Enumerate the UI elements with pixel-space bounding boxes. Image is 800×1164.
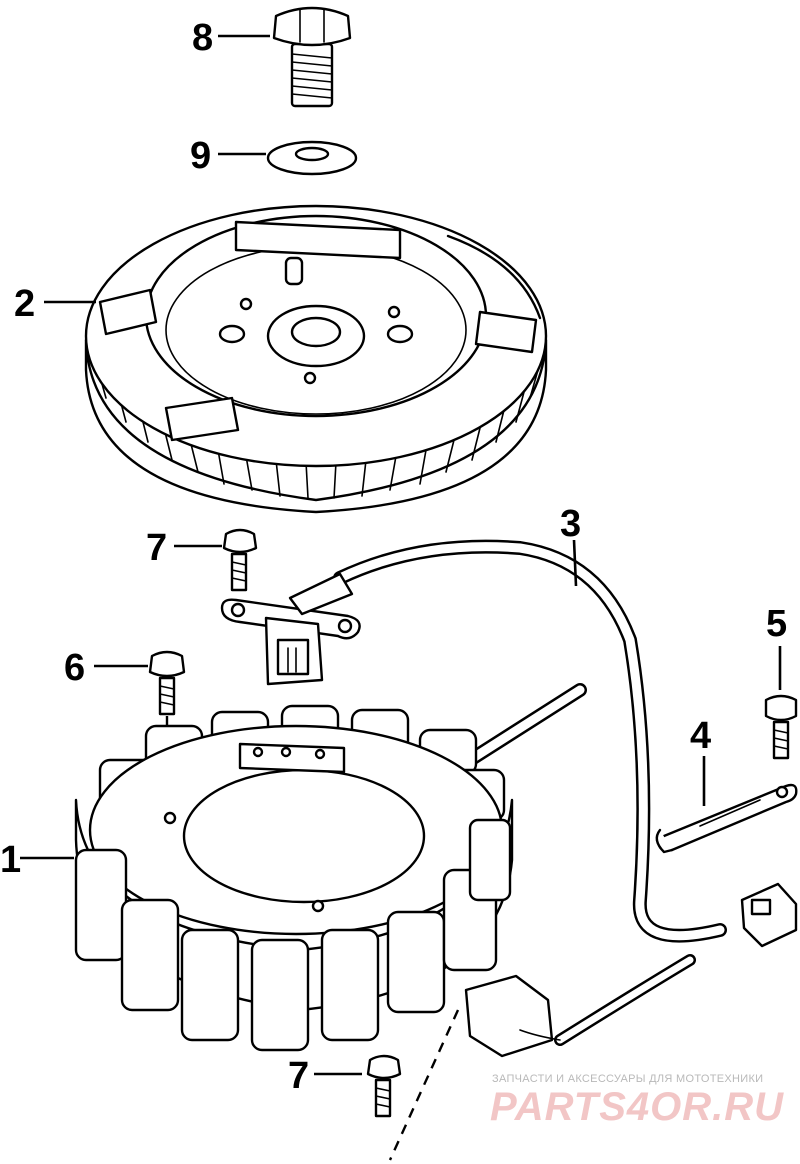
watermark: ЗАПЧАСТИ И АКСЕССУАРЫ ДЛЯ МОТОТЕХНИКИ PA… — [490, 1073, 784, 1129]
watermark-tagline: ЗАПЧАСТИ И АКСЕССУАРЫ ДЛЯ МОТОТЕХНИКИ — [492, 1073, 763, 1085]
callout-7-lower: 7 — [288, 1055, 309, 1097]
callout-9: 9 — [190, 135, 211, 177]
callout-leaders — [20, 34, 782, 1076]
watermark-brand: PARTS4OR.RU — [490, 1085, 784, 1129]
flat-washer — [266, 140, 358, 176]
callout-4: 4 — [690, 715, 711, 757]
callout-7-upper: 7 — [146, 527, 167, 569]
stator — [74, 704, 514, 1052]
flywheel — [84, 204, 548, 514]
callout-2: 2 — [14, 283, 35, 325]
callout-6: 6 — [64, 647, 85, 689]
wiring-harness — [220, 539, 798, 1058]
cable-clamp — [655, 783, 798, 854]
pickup-screw-upper — [222, 528, 258, 592]
callout-8: 8 — [192, 17, 213, 59]
callout-5: 5 — [766, 603, 787, 645]
flywheel-bolt — [272, 6, 352, 108]
callout-labels: 8 9 2 3 7 6 5 4 1 7 — [0, 17, 787, 1097]
clamp-screw — [764, 694, 798, 760]
connector-screw-lower — [366, 1009, 460, 1161]
callout-1: 1 — [0, 839, 21, 881]
callout-3: 3 — [560, 503, 581, 545]
